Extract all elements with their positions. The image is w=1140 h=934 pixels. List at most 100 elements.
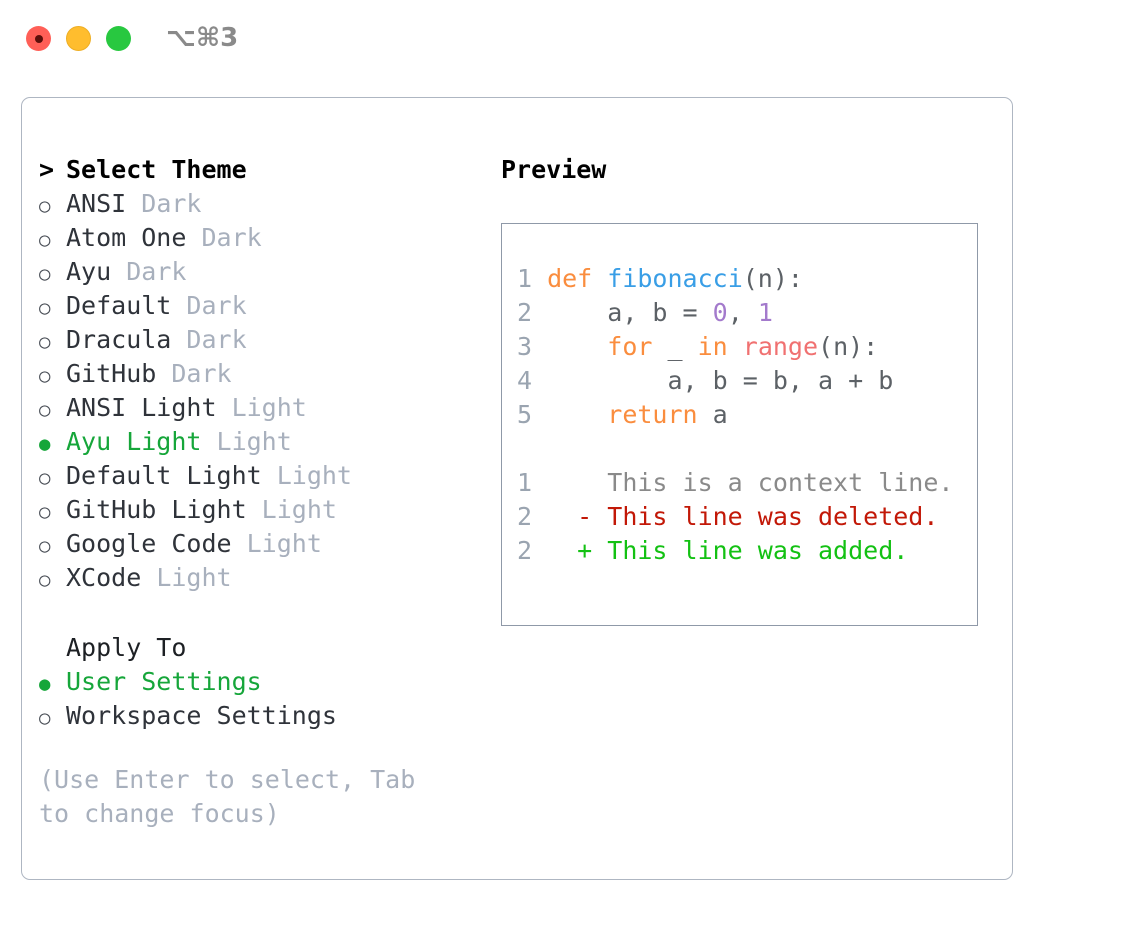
- apply-to-options-list: ● User Settings ○ Workspace Settings: [39, 665, 479, 733]
- code-token-kw: return: [607, 400, 698, 429]
- theme-options-list: ○ANSI Dark○Atom One Dark○Ayu Dark○Defaul…: [39, 187, 479, 595]
- diff-sign: -: [532, 502, 608, 531]
- radio-unselected-icon[interactable]: ○: [39, 365, 51, 387]
- code-line: 5 return a: [516, 398, 977, 432]
- diff-sign: +: [532, 536, 608, 565]
- code-line: 2 a, b = 0, 1: [516, 296, 977, 330]
- minimize-button-icon[interactable]: [66, 26, 91, 51]
- theme-option-default-light[interactable]: ○Default Light Light: [39, 459, 479, 493]
- radio-unselected-icon[interactable]: ○: [39, 399, 51, 421]
- code-token-plain: ,: [727, 298, 758, 327]
- diff-line-number: 2: [516, 502, 532, 531]
- theme-option-label: Default Light: [66, 461, 277, 490]
- code-line-number: 2: [516, 298, 532, 327]
- theme-option-kind: Light: [231, 393, 307, 422]
- theme-option-label: Dracula: [66, 325, 187, 354]
- theme-option-github-light[interactable]: ○ GitHub Light Light: [39, 493, 479, 527]
- theme-option-google-code[interactable]: ○ Google Code Light: [39, 527, 479, 561]
- theme-option-label: ANSI: [66, 189, 142, 218]
- theme-option-label: Ayu: [66, 257, 127, 286]
- diff-preview: 1 This is a context line. 2 - This line w…: [516, 466, 977, 568]
- maximize-button-icon[interactable]: [106, 26, 131, 51]
- theme-option-kind: Dark: [171, 359, 232, 388]
- radio-unselected-icon[interactable]: ○: [39, 501, 51, 523]
- preview-title: Preview: [501, 155, 607, 184]
- title-bar: ⌥⌘3: [0, 0, 1140, 78]
- diff-line-number: 1: [516, 468, 532, 497]
- code-token-plain: [547, 400, 607, 429]
- close-button-icon[interactable]: [26, 26, 51, 51]
- code-line: 1 def fibonacci(n):: [516, 262, 977, 296]
- code-token-kw: in: [697, 332, 728, 361]
- code-token-plain: [728, 332, 743, 361]
- window-shortcut-label: ⌥⌘3: [166, 23, 239, 53]
- code-line-number: 5: [516, 400, 532, 429]
- code-token-plain: a, b =: [547, 298, 713, 327]
- theme-list-column: >Select Theme ○ANSI Dark○Atom One Dark○A…: [39, 153, 479, 831]
- code-token-plain: a, b = b, a + b: [547, 366, 894, 395]
- theme-option-github[interactable]: ○ GitHub Dark: [39, 357, 479, 391]
- radio-unselected-icon[interactable]: ○: [39, 263, 51, 285]
- code-line-number: 3: [516, 332, 532, 361]
- code-line-number: 4: [516, 366, 532, 395]
- radio-unselected-icon[interactable]: ○: [39, 297, 51, 319]
- preview-gap: [516, 432, 977, 466]
- diff-line-del: 2 - This line was deleted.: [516, 500, 977, 534]
- code-token-plain: [547, 332, 607, 361]
- radio-unselected-icon[interactable]: ○: [39, 569, 51, 591]
- theme-option-kind: Dark: [186, 291, 247, 320]
- theme-option-ansi[interactable]: ○ANSI Dark: [39, 187, 479, 221]
- diff-line-text: This is a context line.: [607, 468, 954, 497]
- apply-to-heading-label: Apply To: [66, 633, 187, 662]
- theme-list-heading-label: Select Theme: [66, 155, 247, 184]
- theme-option-kind: Light: [246, 529, 322, 558]
- code-token-builtin: range: [742, 332, 819, 361]
- section-gap: [39, 595, 479, 631]
- diff-line-text: This line was deleted.: [607, 502, 939, 531]
- apply-to-option-label: Workspace Settings: [66, 701, 337, 730]
- radio-unselected-icon[interactable]: ○: [39, 467, 51, 489]
- theme-option-default[interactable]: ○Default Dark: [39, 289, 479, 323]
- theme-option-kind: Dark: [186, 325, 247, 354]
- theme-option-atom-one[interactable]: ○Atom One Dark: [39, 221, 479, 255]
- radio-unselected-icon[interactable]: ○: [39, 331, 51, 353]
- apply-to-option-workspace-settings[interactable]: ○ Workspace Settings: [39, 699, 479, 733]
- theme-option-label: GitHub: [66, 359, 172, 388]
- theme-option-label: XCode: [66, 563, 157, 592]
- theme-option-ansi-light[interactable]: ○ ANSI Light Light: [39, 391, 479, 425]
- theme-option-label: Google Code: [66, 529, 247, 558]
- radio-unselected-icon[interactable]: ○: [39, 535, 51, 557]
- prompt-caret-icon: >: [39, 155, 55, 184]
- theme-option-ayu-light[interactable]: ● Ayu Light Light: [39, 425, 479, 459]
- apply-to-option-user-settings[interactable]: ● User Settings: [39, 665, 479, 699]
- theme-option-kind: Light: [216, 427, 292, 456]
- radio-unselected-icon[interactable]: ○: [39, 195, 51, 217]
- theme-option-label: Ayu Light: [66, 427, 217, 456]
- theme-option-label: GitHub Light: [66, 495, 262, 524]
- radio-unselected-icon[interactable]: ○: [39, 229, 51, 251]
- code-token-kw: for: [607, 332, 653, 361]
- code-token-num: 1: [757, 298, 773, 327]
- diff-line-number: 2: [516, 536, 532, 565]
- theme-option-label: ANSI Light: [66, 393, 232, 422]
- theme-option-dracula[interactable]: ○ Dracula Dark: [39, 323, 479, 357]
- theme-option-ayu[interactable]: ○Ayu Dark: [39, 255, 479, 289]
- theme-list-heading: > Select Theme: [39, 153, 479, 187]
- keyboard-hint-text: (Use Enter to select, Tab to change focu…: [39, 765, 416, 828]
- code-token-punct: (n):: [818, 332, 879, 361]
- theme-picker-frame: >Select Theme ○ANSI Dark○Atom One Dark○A…: [21, 97, 1013, 880]
- radio-selected-icon[interactable]: ●: [39, 673, 51, 695]
- radio-selected-icon[interactable]: ●: [39, 433, 51, 455]
- radio-unselected-icon[interactable]: ○: [39, 707, 51, 729]
- diff-line-add: 2 + This line was added.: [516, 534, 977, 568]
- apply-to-option-label: User Settings: [66, 667, 262, 696]
- diff-sign: [532, 468, 607, 497]
- theme-option-kind: Light: [261, 495, 337, 524]
- apply-to-heading-marker: [39, 631, 66, 665]
- code-token-fn: fibonacci: [607, 264, 743, 293]
- code-line-number: 1: [516, 264, 532, 293]
- theme-option-xcode[interactable]: ○XCode Light: [39, 561, 479, 595]
